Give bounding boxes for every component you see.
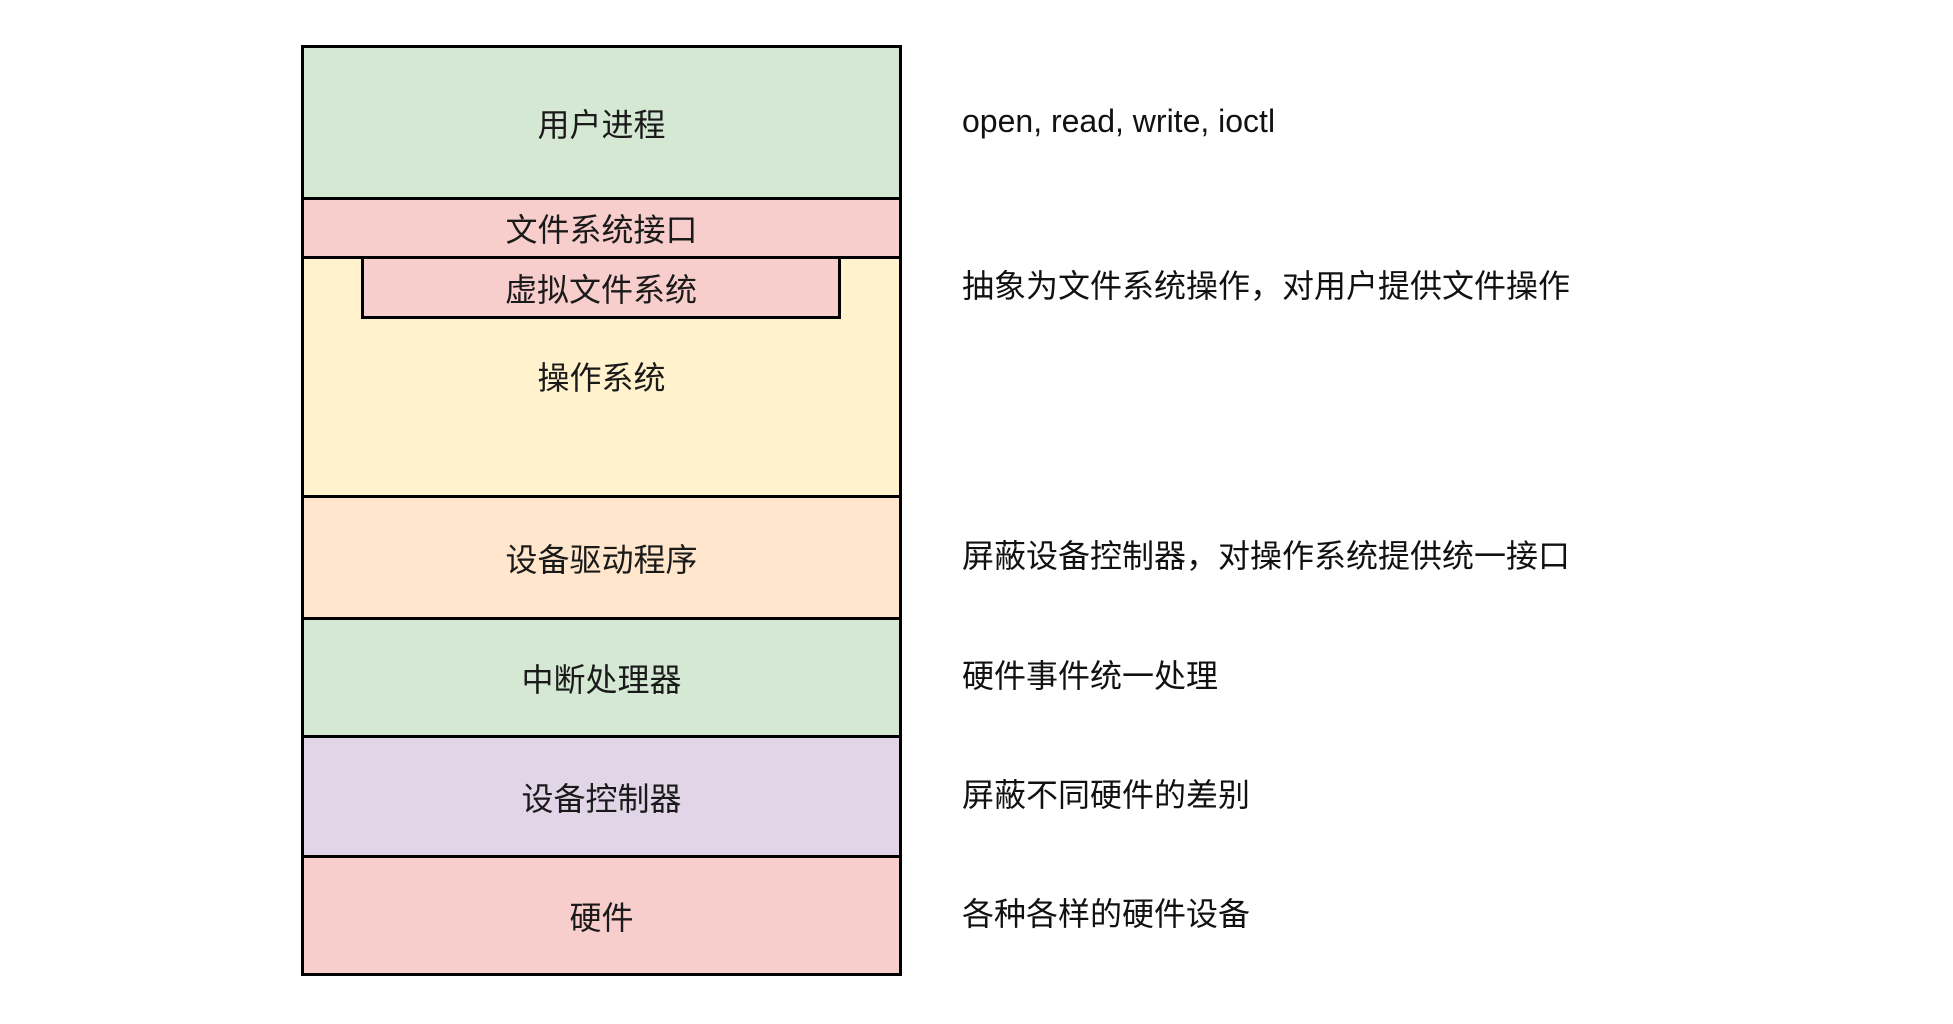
layer-hardware-label: 硬件 [569,899,634,936]
layer-hardware: 硬件 [301,855,902,976]
layer-stack: 用户进程 文件系统接口 虚拟文件系统 操作系统 设备驱动程序 中断处理器 设备控… [301,45,902,976]
annotation-device-controller: 屏蔽不同硬件的差别 [962,777,1251,813]
layer-interrupt-handler: 中断处理器 [301,617,902,738]
annotation-device-driver: 屏蔽设备控制器，对操作系统提供统一接口 [962,538,1571,574]
layer-device-controller: 设备控制器 [301,735,902,858]
annotation-interrupt-handler: 硬件事件统一处理 [962,658,1219,694]
annotation-user-process: open, read, write, ioctl [962,103,1276,139]
annotation-hardware: 各种各样的硬件设备 [962,896,1251,932]
layer-interrupt-handler-label: 中断处理器 [521,661,682,698]
layer-fs-interface: 文件系统接口 [301,197,902,259]
layer-device-driver-label: 设备驱动程序 [505,541,698,578]
layer-virtual-file-system: 虚拟文件系统 [361,256,841,319]
layer-device-controller-label: 设备控制器 [521,780,682,817]
layer-fs-interface-label: 文件系统接口 [505,212,698,248]
layer-virtual-file-system-label: 虚拟文件系统 [504,271,697,308]
layer-operating-system-label: 操作系统 [537,360,666,396]
layer-user-process: 用户进程 [301,45,902,200]
layer-user-process-label: 用户进程 [537,106,666,143]
annotation-virtual-file-system: 抽象为文件系统操作，对用户提供文件操作 [962,268,1571,304]
layer-operating-system: 虚拟文件系统 操作系统 [301,256,902,498]
layer-device-driver: 设备驱动程序 [301,495,902,620]
